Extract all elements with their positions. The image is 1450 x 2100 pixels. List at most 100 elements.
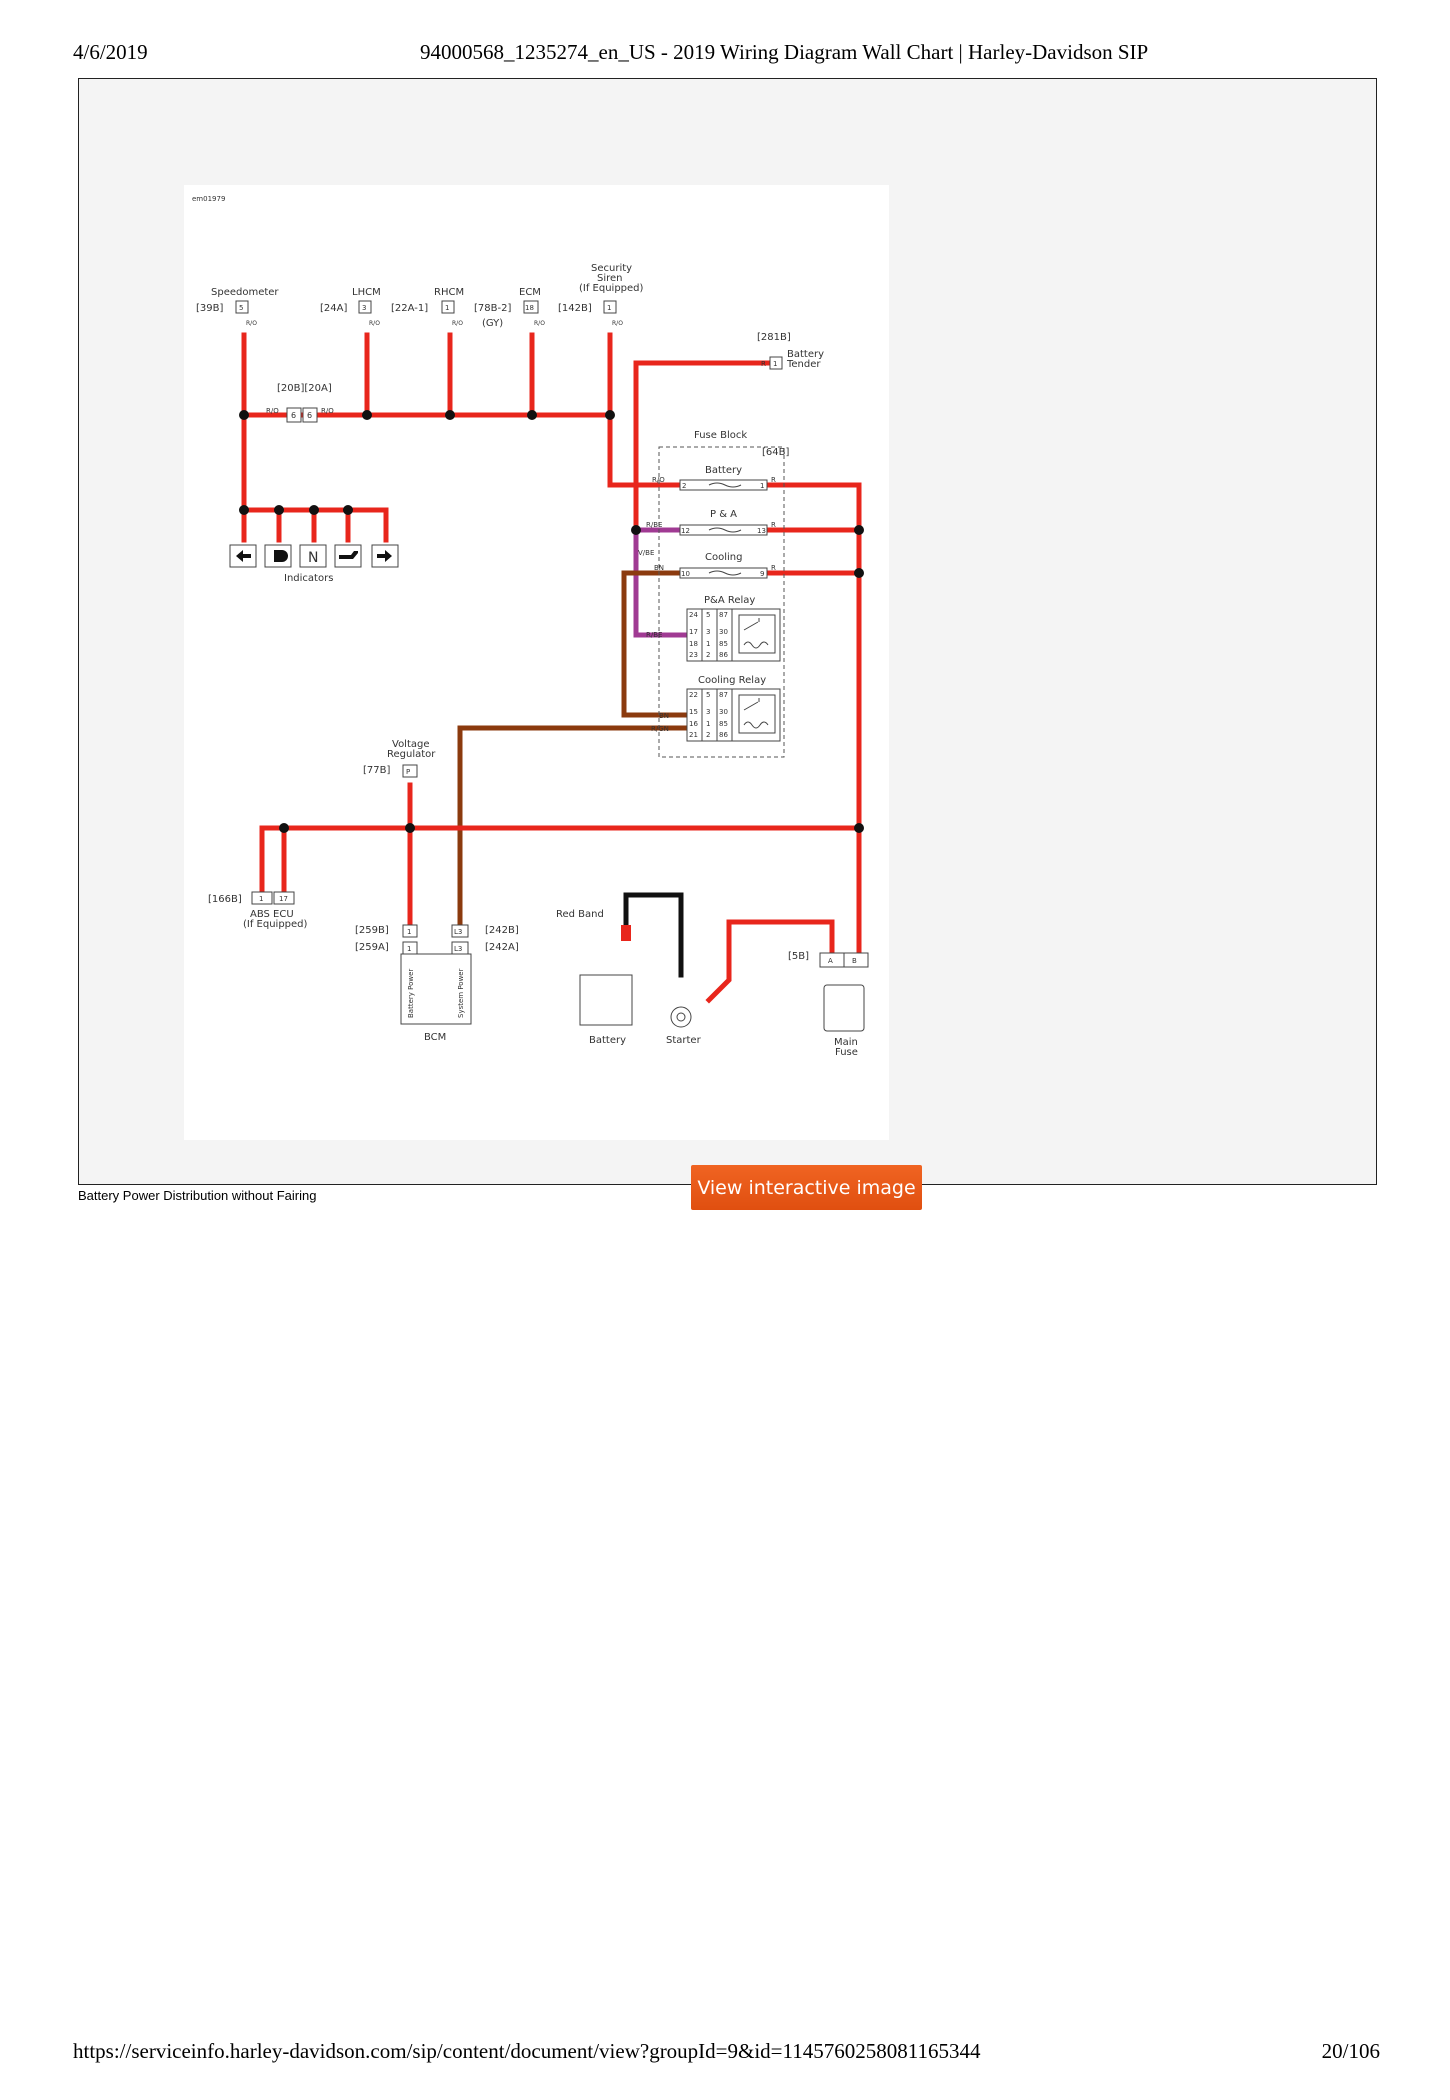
- svg-text:V/BE: V/BE: [638, 549, 654, 557]
- svg-text:15: 15: [689, 708, 698, 716]
- svg-text:R: R: [771, 476, 776, 484]
- splices: [239, 410, 864, 833]
- svg-text:Battery: Battery: [705, 465, 742, 476]
- connector-20b-20a: [20B][20A] 6 6 R/O R/O: [266, 383, 334, 423]
- svg-text:12: 12: [681, 527, 690, 535]
- battery-icon: [579, 974, 633, 1026]
- fuse-block: Fuse Block [64B] Battery P & A Cooling 2…: [638, 430, 789, 758]
- svg-text:L3: L3: [454, 945, 462, 953]
- svg-text:13: 13: [757, 527, 766, 535]
- page-number: 20/106: [1321, 2039, 1380, 2063]
- figure-caption: Battery Power Distribution without Fairi…: [78, 1188, 317, 1203]
- voltage-regulator: Voltage Regulator [77B] P: [363, 739, 436, 778]
- label-speedometer: Speedometer: [211, 287, 279, 298]
- svg-text:[5B]: [5B]: [788, 951, 809, 962]
- svg-text:[64B]: [64B]: [762, 447, 789, 458]
- svg-text:1: 1: [407, 928, 411, 936]
- conn-39b: [39B]: [196, 303, 223, 314]
- svg-text:Regulator: Regulator: [387, 749, 436, 760]
- svg-text:[259B]: [259B]: [355, 925, 389, 936]
- svg-text:P&A Relay: P&A Relay: [704, 595, 755, 606]
- svg-text:3: 3: [706, 628, 710, 636]
- svg-text:R/BE: R/BE: [646, 521, 662, 529]
- svg-text:1: 1: [407, 945, 411, 953]
- svg-text:86: 86: [719, 651, 728, 659]
- svg-text:L3: L3: [454, 928, 462, 936]
- svg-text:Battery: Battery: [589, 1035, 626, 1046]
- svg-text:R: R: [761, 360, 766, 368]
- svg-text:17: 17: [279, 895, 288, 903]
- turn-left-icon: [236, 550, 251, 562]
- bcm: [259B] [259A] [242B] [242A] 1 1 L3 L3 Ba…: [355, 924, 519, 1043]
- svg-text:Cooling: Cooling: [705, 552, 742, 563]
- svg-text:[242B]: [242B]: [485, 925, 519, 936]
- svg-text:[77B]: [77B]: [363, 765, 390, 776]
- svg-text:A: A: [828, 957, 833, 965]
- svg-text:85: 85: [719, 640, 728, 648]
- svg-text:1: 1: [445, 304, 449, 312]
- svg-text:System Power: System Power: [457, 968, 465, 1018]
- svg-text:BN: BN: [654, 564, 664, 572]
- svg-text:6: 6: [291, 411, 296, 420]
- conn-78b2: [78B-2]: [474, 303, 511, 314]
- svg-text:16: 16: [689, 720, 698, 728]
- label-rhcm: RHCM: [434, 287, 464, 298]
- conn-281b: [281B]: [757, 332, 791, 343]
- svg-text:(If Equipped): (If Equipped): [243, 919, 308, 930]
- battery-starter-group: Red Band Battery Starter [5B] A B Main F…: [556, 909, 869, 1058]
- indicators: N Indicators: [229, 544, 399, 584]
- svg-text:30: 30: [719, 708, 728, 716]
- svg-text:3: 3: [362, 304, 366, 312]
- svg-text:9: 9: [760, 570, 764, 578]
- svg-text:2: 2: [706, 731, 710, 739]
- svg-text:[259A]: [259A]: [355, 942, 389, 953]
- label-ecm: ECM: [519, 287, 541, 298]
- svg-text:5: 5: [239, 304, 243, 312]
- wire-battery-cable: [623, 892, 684, 978]
- svg-text:R: R: [771, 521, 776, 529]
- figure-frame: em01979: [78, 78, 1377, 1210]
- svg-text:R/O: R/O: [612, 320, 623, 327]
- svg-text:2: 2: [706, 651, 710, 659]
- svg-text:1: 1: [259, 895, 263, 903]
- conn-24a: [24A]: [320, 303, 347, 314]
- svg-text:10: 10: [681, 570, 690, 578]
- label-lhcm: LHCM: [352, 287, 381, 298]
- cooling-relay: 22 5 87 15 3 30 16 1 85 21 2 86 BN R/GN: [651, 688, 781, 742]
- neutral-indicator: N: [308, 550, 318, 566]
- starter-icon: [670, 1006, 692, 1028]
- headlamp-high-beam-icon: [274, 550, 288, 562]
- svg-text:Starter: Starter: [666, 1035, 702, 1046]
- svg-text:Fuse Block: Fuse Block: [694, 430, 747, 441]
- print-date: 4/6/2019: [73, 40, 148, 64]
- svg-text:P: P: [406, 768, 410, 776]
- svg-text:87: 87: [719, 691, 728, 699]
- svg-text:5: 5: [706, 611, 710, 619]
- wiring-diagram[interactable]: em01979: [184, 185, 889, 1140]
- view-interactive-image-button[interactable]: View interactive image: [691, 1165, 922, 1210]
- svg-text:[20B][20A]: [20B][20A]: [277, 383, 332, 394]
- svg-text:2: 2: [682, 482, 686, 490]
- label-battery-tender-1: Battery: [787, 349, 824, 360]
- label-siren-1: Security: [591, 263, 632, 274]
- page-url: https://serviceinfo.harley-davidson.com/…: [73, 2039, 981, 2063]
- svg-text:1: 1: [760, 482, 764, 490]
- svg-text:3: 3: [706, 708, 710, 716]
- label-siren-2: Siren: [597, 273, 623, 284]
- svg-text:R: R: [771, 564, 776, 572]
- label-siren-3: (If Equipped): [579, 283, 644, 294]
- svg-text:87: 87: [719, 611, 728, 619]
- svg-text:R/O: R/O: [452, 320, 463, 327]
- abs-ecu: [166B] 1 17 ABS ECU (If Equipped): [208, 891, 308, 930]
- svg-text:B: B: [852, 957, 857, 965]
- svg-text:21: 21: [689, 731, 698, 739]
- svg-text:P & A: P & A: [710, 509, 737, 520]
- svg-text:[166B]: [166B]: [208, 894, 242, 905]
- svg-text:R/O: R/O: [369, 320, 380, 327]
- svg-text:Red Band: Red Band: [556, 909, 604, 920]
- svg-text:R/BE: R/BE: [646, 631, 662, 639]
- svg-text:R/O: R/O: [266, 407, 279, 415]
- svg-text:BN: BN: [659, 712, 669, 720]
- svg-text:22: 22: [689, 691, 698, 699]
- oil-pressure-icon: [339, 551, 358, 559]
